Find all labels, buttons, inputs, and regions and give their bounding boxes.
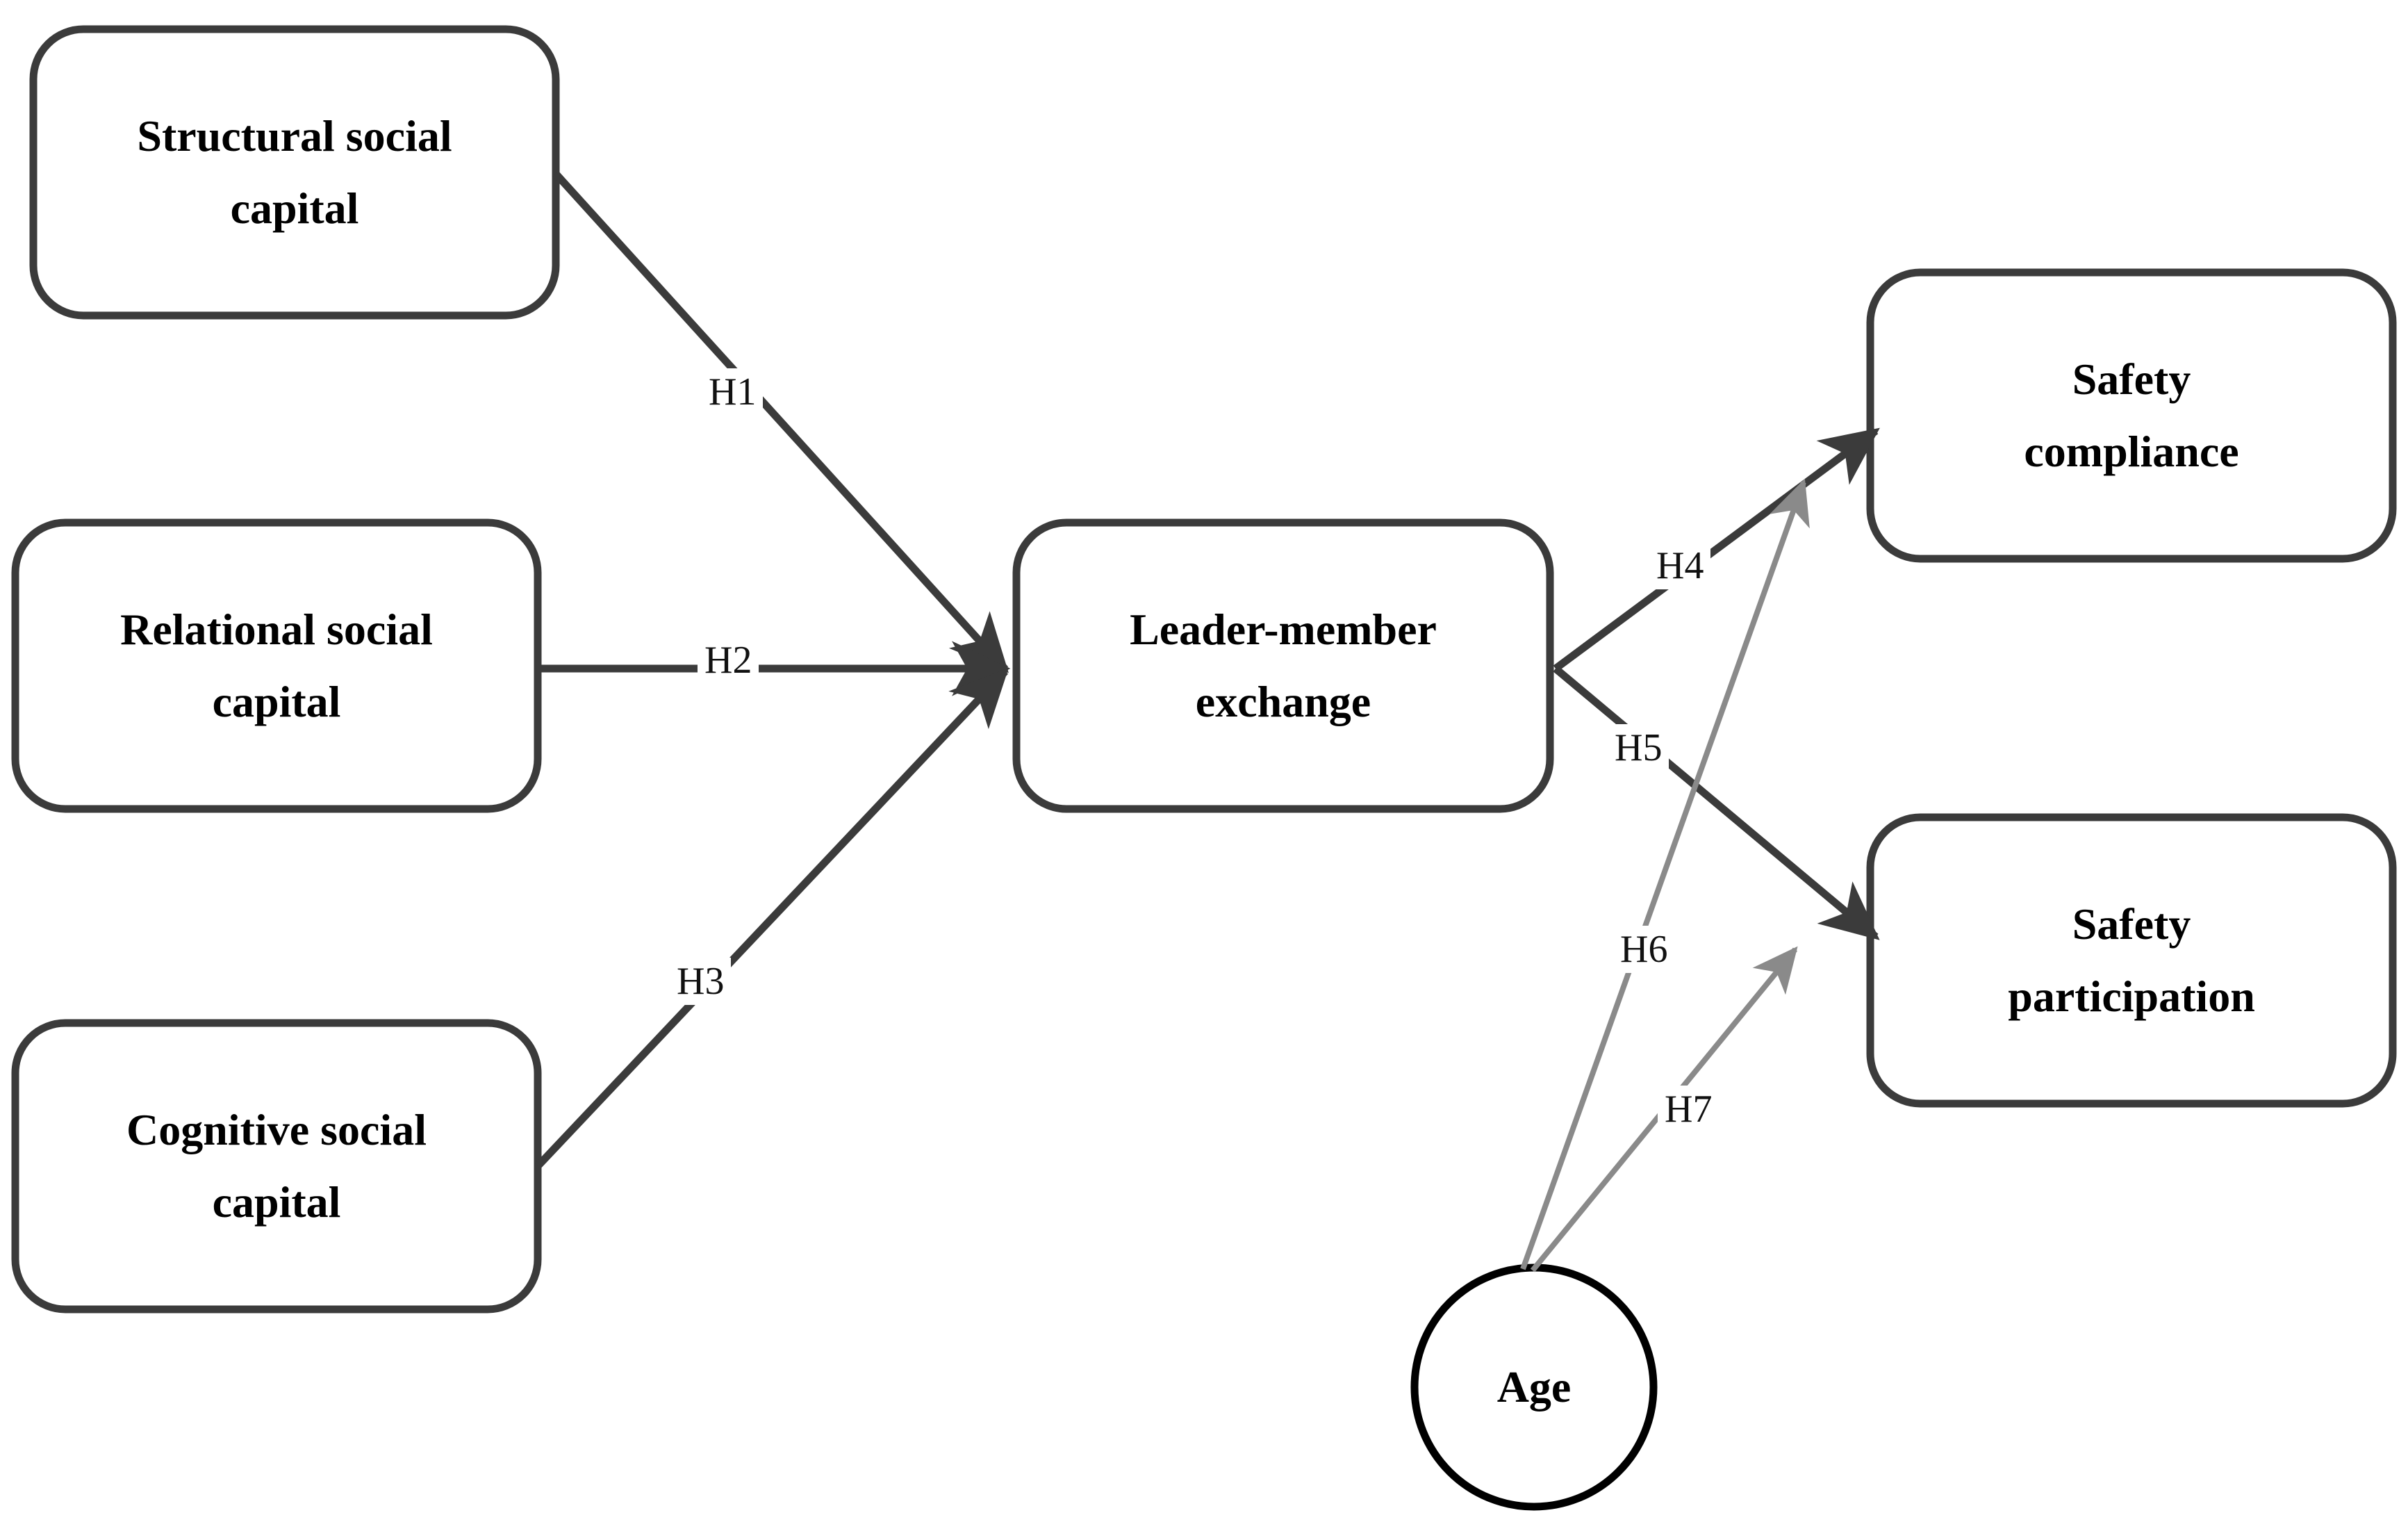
edge-h5-line bbox=[1553, 665, 1880, 940]
edge-label-h7: H7 bbox=[1658, 1086, 1720, 1133]
node-relational-social-capital[interactable] bbox=[11, 518, 542, 813]
edge-h4-line bbox=[1553, 427, 1880, 672]
edge-label-h4: H4 bbox=[1649, 542, 1711, 589]
node-structural-social-capital[interactable] bbox=[29, 25, 560, 320]
edge-label-h6: H6 bbox=[1613, 926, 1675, 973]
node-age[interactable] bbox=[1410, 1263, 1658, 1511]
edge-label-h3: H3 bbox=[670, 958, 732, 1005]
edge-h1-line bbox=[552, 171, 1009, 673]
node-safety-participation[interactable] bbox=[1866, 813, 2397, 1108]
edge-label-h2: H2 bbox=[698, 637, 759, 684]
edge-label-h1: H1 bbox=[702, 368, 764, 416]
node-safety-compliance[interactable] bbox=[1866, 268, 2397, 563]
edge-label-h5: H5 bbox=[1608, 724, 1669, 771]
edge-h6-line bbox=[1520, 478, 1810, 1270]
node-leader-member-exchange[interactable] bbox=[1012, 518, 1554, 813]
node-cognitive-social-capital[interactable] bbox=[11, 1019, 542, 1314]
edge-h3-line bbox=[535, 667, 1009, 1169]
